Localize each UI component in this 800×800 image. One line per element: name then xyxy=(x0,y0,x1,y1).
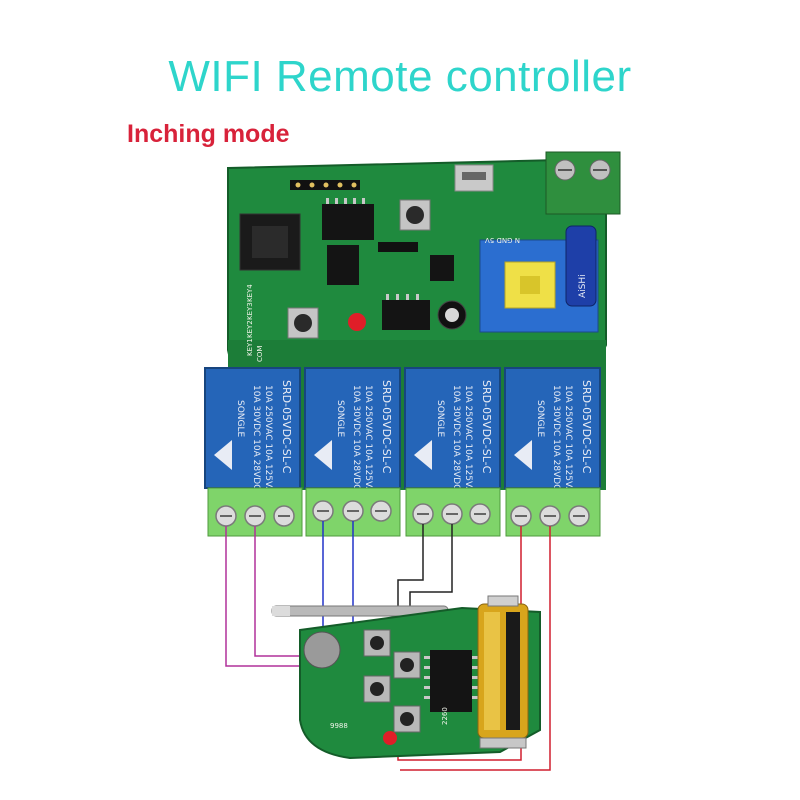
relay-4: SRD-05VDC-SL-C 10A 250VAC 10A 125VAC 10A… xyxy=(504,367,601,499)
relay-array: SRD-05VDC-SL-C 10A 250VAC 10A 125VAC 10A… xyxy=(204,367,601,499)
remote-led xyxy=(383,731,397,745)
capacitor-brand: AiSHi xyxy=(578,274,588,298)
svg-text:KEY1: KEY1 xyxy=(246,338,254,356)
power-terminal xyxy=(545,151,621,215)
ic-chip xyxy=(327,245,359,285)
svg-text:SRD-05VDC-SL-C: SRD-05VDC-SL-C xyxy=(580,380,593,474)
remote-chip-label: 2260 xyxy=(441,707,449,725)
svg-text:10A 30VDC 10A 28VDC: 10A 30VDC 10A 28VDC xyxy=(451,385,461,490)
relay-2: SRD-05VDC-SL-C 10A 250VAC 10A 125VAC 10A… xyxy=(304,367,401,499)
svg-text:SRD-05VDC-SL-C: SRD-05VDC-SL-C xyxy=(380,380,393,474)
page-title: WIFI Remote controller xyxy=(168,52,632,101)
ic-chip xyxy=(430,255,454,281)
svg-text:10A 30VDC 10A 28VDC: 10A 30VDC 10A 28VDC xyxy=(351,385,361,490)
svg-text:SONGLE: SONGLE xyxy=(235,400,245,438)
power-pin-labels: N GND 5V xyxy=(485,236,520,244)
power-module: AiSHi xyxy=(479,225,599,333)
relay-3: SRD-05VDC-SL-C 10A 250VAC 10A 125VAC 10A… xyxy=(404,367,501,499)
crystal xyxy=(303,631,341,669)
svg-text:SONGLE: SONGLE xyxy=(435,400,445,438)
svg-text:10A 250VAC 10A 125VAC: 10A 250VAC 10A 125VAC xyxy=(263,385,273,499)
svg-text:10A 30VDC 10A 28VDC: 10A 30VDC 10A 28VDC xyxy=(551,385,561,490)
remote-code: 9988 xyxy=(330,722,348,730)
relay-1: SRD-05VDC-SL-C 10A 250VAC 10A 125VAC 10A… xyxy=(204,367,301,499)
svg-text:COM: COM xyxy=(256,346,264,362)
ic-chip xyxy=(322,204,374,240)
terminal-blocks xyxy=(207,487,601,537)
svg-text:10A 250VAC 10A 125VAC: 10A 250VAC 10A 125VAC xyxy=(463,385,473,499)
svg-text:SRD-05VDC-SL-C: SRD-05VDC-SL-C xyxy=(280,380,293,474)
svg-text:KEY4: KEY4 xyxy=(246,284,254,302)
svg-text:SONGLE: SONGLE xyxy=(535,400,545,438)
header-pins xyxy=(290,180,360,190)
svg-text:10A 250VAC 10A 125VAC: 10A 250VAC 10A 125VAC xyxy=(563,385,573,499)
mode-label: Inching mode xyxy=(127,120,290,148)
svg-text:KEY3: KEY3 xyxy=(246,302,254,320)
reset-button xyxy=(399,199,431,231)
battery xyxy=(477,595,529,749)
encoder-chip xyxy=(430,650,472,712)
ic-chip xyxy=(382,300,430,330)
svg-text:10A 30VDC 10A 28VDC: 10A 30VDC 10A 28VDC xyxy=(251,385,261,490)
key-labels: KEY4 KEY3 KEY2 KEY1 COM xyxy=(246,284,264,362)
svg-text:SONGLE: SONGLE xyxy=(335,400,345,438)
svg-text:SRD-05VDC-SL-C: SRD-05VDC-SL-C xyxy=(480,380,493,474)
remote-buttons xyxy=(363,629,421,733)
svg-text:10A 250VAC 10A 125VAC: 10A 250VAC 10A 125VAC xyxy=(363,385,373,499)
status-led xyxy=(348,313,366,331)
pair-button xyxy=(287,307,319,339)
svg-text:KEY2: KEY2 xyxy=(246,320,254,338)
rf-remote-board: 9988 2260 xyxy=(271,595,541,760)
